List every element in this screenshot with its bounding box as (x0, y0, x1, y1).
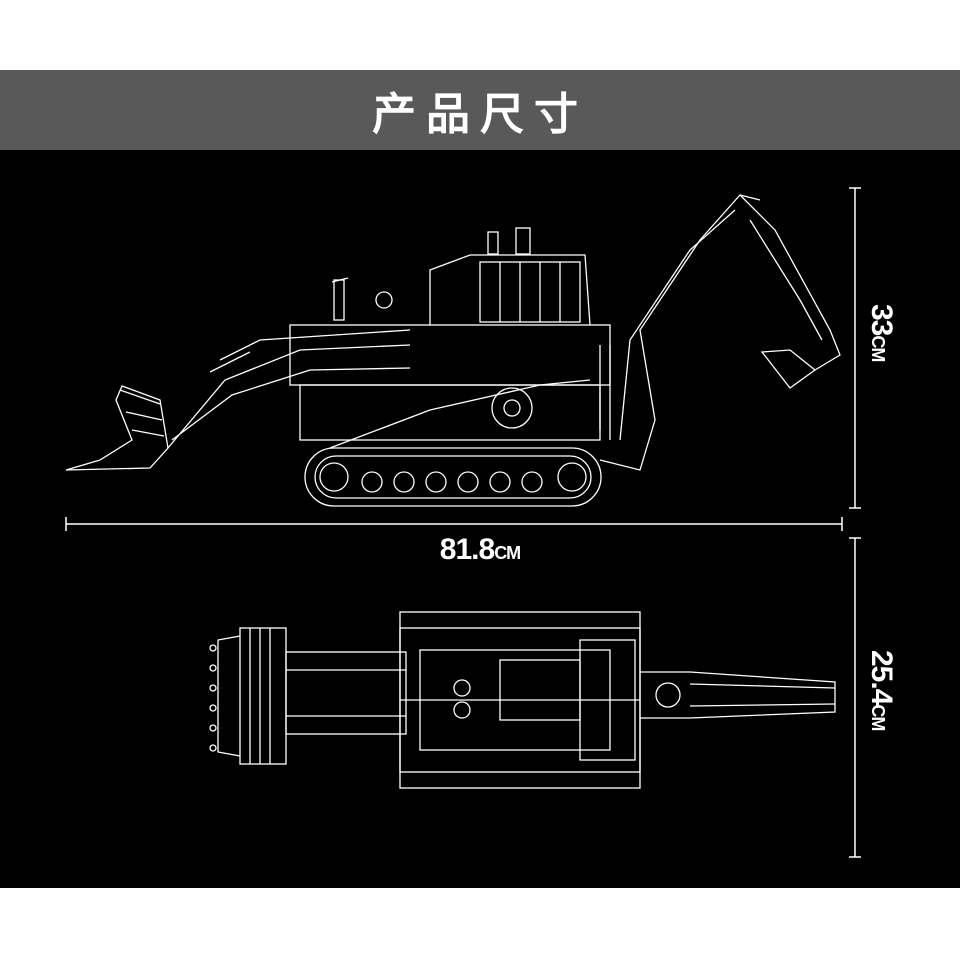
side-view-illustration (65, 194, 841, 507)
dark-panel (0, 70, 960, 888)
width-label: 25.4CM (864, 650, 898, 730)
height-unit: CM (868, 335, 888, 362)
width-dimension-line (849, 537, 861, 858)
height-value: 33 (865, 304, 898, 336)
width-unit: CM (868, 704, 888, 731)
top-view-illustration (209, 611, 836, 789)
length-dimension-line (65, 517, 843, 531)
height-label: 33CM (864, 304, 898, 361)
page-title: 产品尺寸 (372, 89, 588, 140)
width-value: 25.4 (865, 650, 898, 705)
header-bar: 产品尺寸 (0, 70, 960, 150)
length-value: 81.8 (439, 533, 495, 566)
length-label: 81.8CM (400, 533, 560, 567)
height-dimension-line (849, 187, 861, 509)
length-unit: CM (494, 543, 521, 563)
